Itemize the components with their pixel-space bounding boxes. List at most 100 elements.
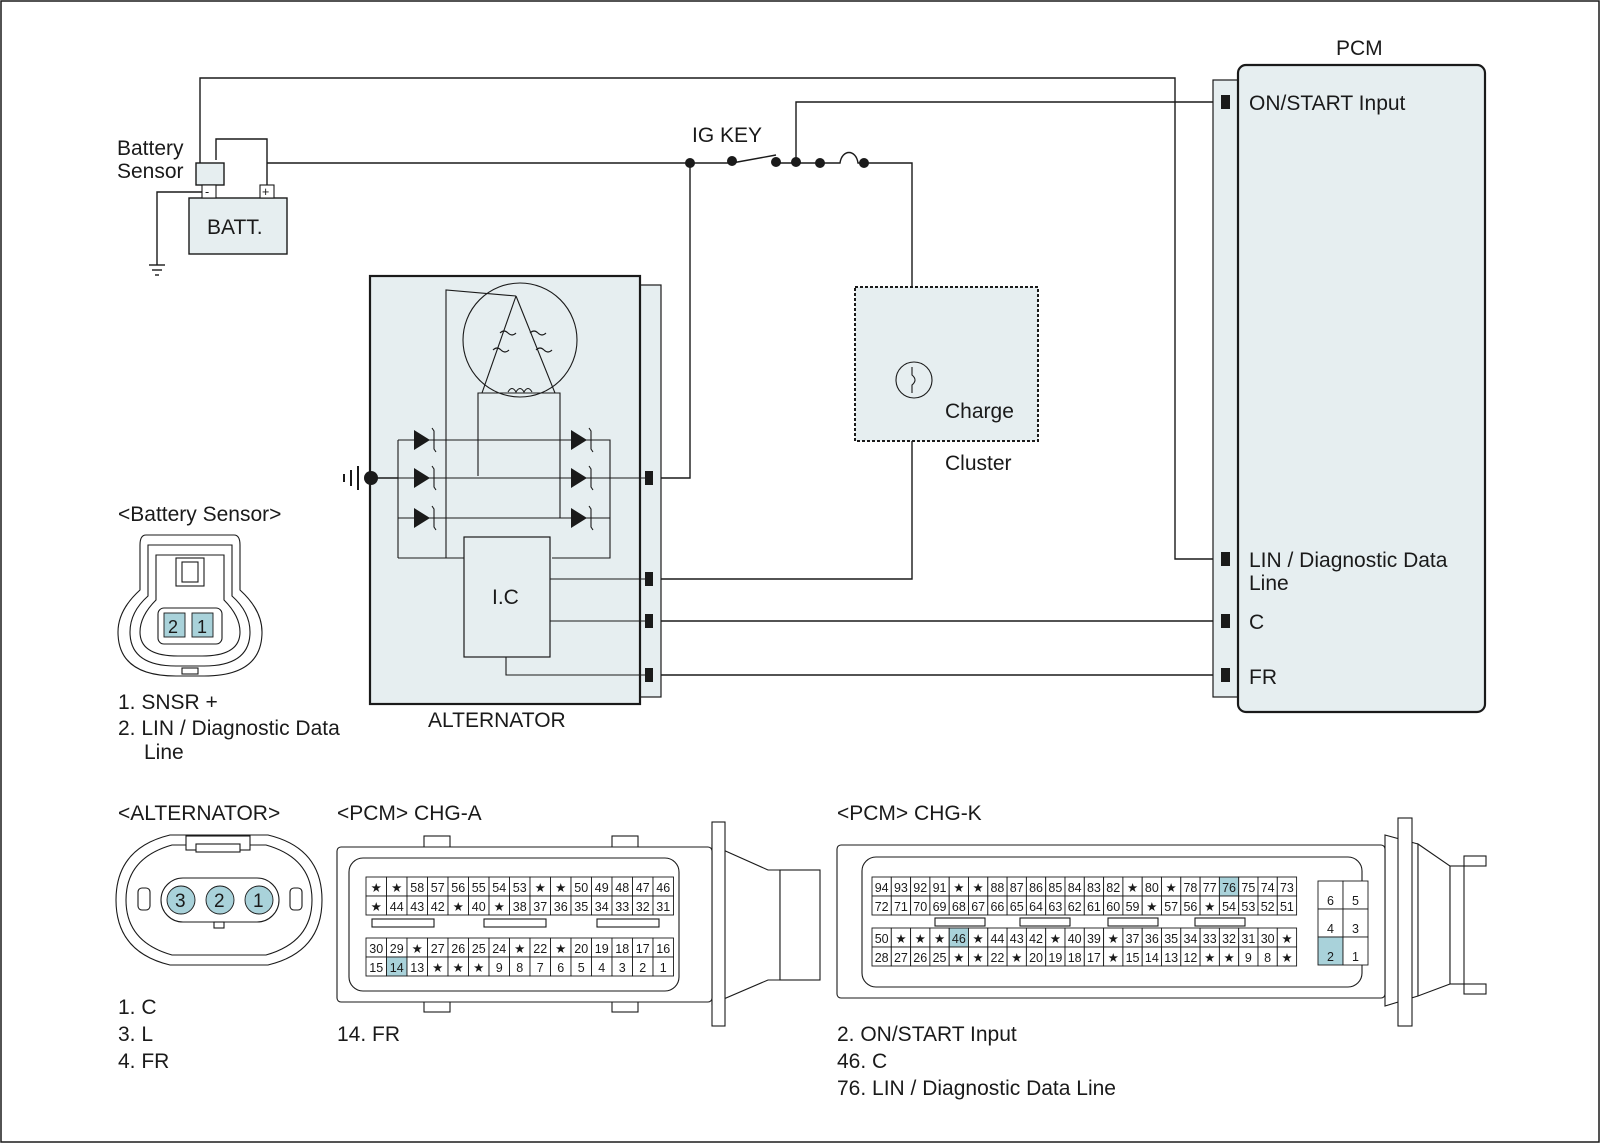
chg-a-pin-label: 2 [639,961,646,975]
chg-k-pin-label: 32 [1222,932,1236,946]
chg-a-pin-label: 9 [496,961,503,975]
battery-label: BATT. [207,216,263,239]
chg-k-side-cell [1342,936,1369,966]
chg-k-pin-label: 9 [1245,951,1252,965]
chg-k-pin-label: 14 [1145,951,1159,965]
chg-k-pin-label: 94 [875,881,889,895]
chg-k-side-pin-label: 3 [1352,922,1359,936]
pcm-label: PCM [1336,37,1383,60]
chg-k-pin-label: ★ [973,932,984,946]
battery-sensor-connector-title: <Battery Sensor> [118,503,281,526]
chg-k-pin-label: 85 [1048,881,1062,895]
pcm-pin-c: C [1249,611,1264,634]
chg-a-pin-label: ★ [473,961,484,975]
alternator-legend-1: 1. C [118,996,157,1019]
chg-a-pin-label: ★ [371,881,382,895]
chg-a-cell [652,895,674,916]
chg-a-pin-label: 4 [598,961,605,975]
chg-k-pin-label: 34 [1183,932,1197,946]
chg-k-pin-label: 15 [1126,951,1140,965]
chg-a-pin-label: 33 [615,900,629,914]
chg-k-pin-label: 62 [1068,900,1082,914]
chg-a-pin-label: ★ [514,942,525,956]
chg-k-pin-label: ★ [973,881,984,895]
chg-k-pin-label: ★ [915,932,926,946]
battery [188,197,288,255]
chg-a-pin-label: ★ [555,942,566,956]
chg-k-cell [1276,895,1298,916]
diode-left [414,427,437,531]
chg-k-side-cell [1317,936,1344,966]
wires [149,77,1225,676]
chg-a-cell [652,956,674,977]
chg-k-legend-1: 2. ON/START Input [837,1023,1017,1046]
alternator-legend-3: 4. FR [118,1050,169,1073]
chg-k-pin-label: 35 [1164,932,1178,946]
chg-k-pin-label: 70 [913,900,927,914]
chg-k-pin-label: 22 [990,951,1004,965]
chg-k-side-cell [1342,908,1369,938]
pcm-pin-fr: FR [1249,666,1277,689]
alternator-pin-1: 1 [253,891,264,912]
chg-k-pin-label: 12 [1183,951,1197,965]
chg-a-pin-label: 57 [431,881,445,895]
chg-k-title: <PCM> CHG-K [837,802,982,825]
battery-group: Battery Sensor - + BATT. [117,137,288,255]
chg-k-side-pin-label: 2 [1327,950,1334,964]
chg-a-pin-label: 50 [574,881,588,895]
chg-k-pin-label: 8 [1264,951,1271,965]
chg-k-pin-label: ★ [1050,932,1061,946]
chg-k-pin-label: 20 [1029,951,1043,965]
chg-k-pin-label: ★ [1146,900,1157,914]
chg-k-pin-label: 92 [913,881,927,895]
chg-k-pin-label: 19 [1048,951,1062,965]
chg-k-pin-label: ★ [1108,932,1119,946]
chg-k-pin-label: 83 [1087,881,1101,895]
chg-k-pin-label: 63 [1048,900,1062,914]
alternator-connector: <ALTERNATOR> 3 2 1 1. C 3. L 4. FR [115,802,323,1073]
chg-k-pin-label: 84 [1068,881,1082,895]
chg-a-pin-label: ★ [412,942,423,956]
voltage-regulator-ic [463,536,551,658]
ic-label: I.C [492,586,519,609]
alternator-pin-3: 3 [175,891,186,912]
chg-k-pin-label: ★ [1204,900,1215,914]
chg-k-pin-label: 82 [1106,881,1120,895]
chg-a-legend-1: 14. FR [337,1023,400,1046]
chg-a-pin-label: ★ [535,881,546,895]
chg-a-pin-label: 14 [390,961,404,975]
alternator: ALTERNATOR [343,274,662,732]
pcm-pin-lin-1: LIN / Diagnostic Data [1249,549,1448,572]
chg-k-pin-label: 68 [952,900,966,914]
chg-a-pin-label: 13 [410,961,424,975]
chg-k-pin-label: 42 [1029,932,1043,946]
chg-k-pin-label: 33 [1203,932,1217,946]
chg-k-pin-label: 28 [875,951,889,965]
alternator-pin-2: 2 [214,891,225,912]
chg-a-pin-label: 18 [615,942,629,956]
chg-k-pin-label: 51 [1280,900,1294,914]
chg-a-pin-label: 29 [390,942,404,956]
chg-a-pin-label: 54 [492,881,506,895]
chg-a-pin-label: 7 [537,961,544,975]
chg-k-pin-label: 77 [1203,881,1217,895]
battery-minus: - [205,185,209,199]
chg-k-pin-label: 91 [933,881,947,895]
battery-sensor-pin-2: 2 [168,617,178,637]
chg-k-legend-3: 76. LIN / Diagnostic Data Line [837,1077,1116,1100]
chg-k-pin-label: 93 [894,881,908,895]
chg-k-pin-label: 39 [1087,932,1101,946]
chg-a-pin-label: 31 [656,900,670,914]
chg-k-pin-label: 88 [990,881,1004,895]
chg-a-pin-label: 1 [660,961,667,975]
chg-a-pin-label: 6 [557,961,564,975]
battery-sensor [195,162,225,186]
chg-a-pin-label: 25 [472,942,486,956]
pcm-pin-on-start: ON/START Input [1249,92,1406,115]
chg-k-pin-label: 37 [1126,932,1140,946]
ig-key-label: IG KEY [692,124,762,147]
chg-k-pin-label: 54 [1222,900,1236,914]
